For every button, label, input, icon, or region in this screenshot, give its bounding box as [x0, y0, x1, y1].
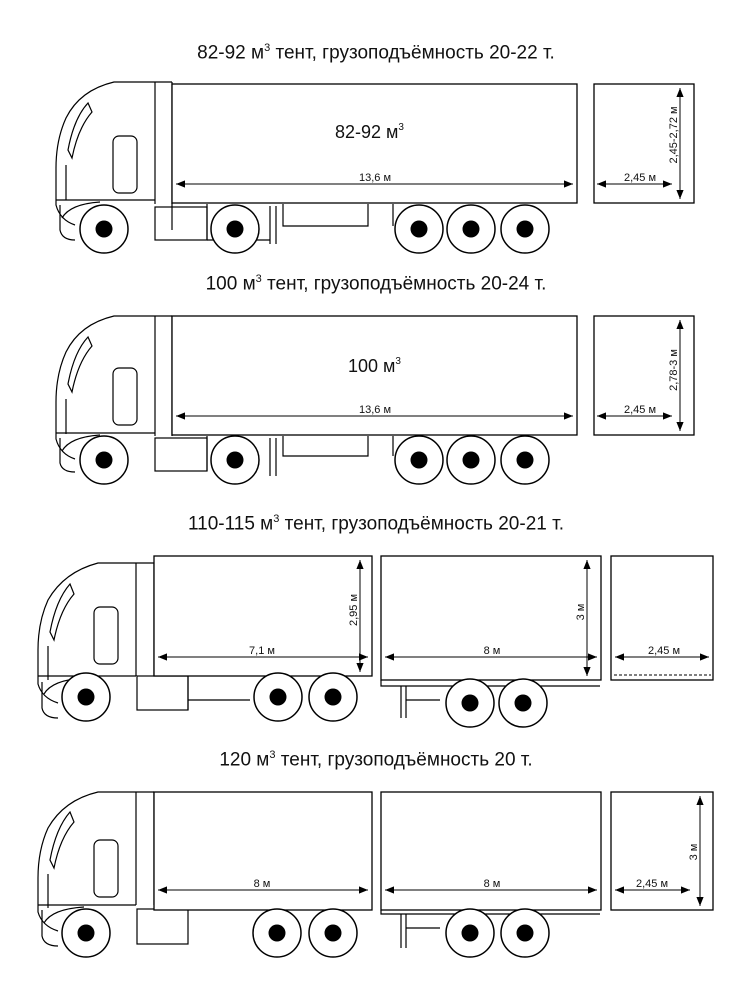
title-text: 100 м — [205, 273, 256, 295]
truck-1: 82-92 м3 13,6 м — [55, 81, 578, 254]
wheel — [446, 435, 496, 485]
title-text: тент, грузоподъёмность 20-22 т. — [270, 42, 555, 64]
length-label: 13,6 м — [359, 172, 391, 184]
trailer-height-label: 3 м — [575, 604, 587, 621]
truck-3: 7,1 м 2,95 м — [37, 555, 373, 722]
section-2-title: 100 м3 тент, грузоподъёмность 20-24 т. — [0, 273, 752, 295]
trailer-length-label: 8 м — [484, 645, 501, 657]
truck-height-label: 2,95 м — [348, 594, 360, 626]
wheel — [252, 908, 302, 958]
trailer-length-label: 8 м — [484, 878, 501, 890]
title-sup: 3 — [264, 42, 271, 54]
wheel — [445, 908, 495, 958]
cross-section-1: 2,45 м 2,45-2,72 м — [593, 83, 695, 204]
wheel — [79, 435, 129, 485]
wheel — [394, 204, 444, 254]
wheel — [498, 678, 548, 728]
truck-4: 8 м — [37, 791, 373, 958]
truck-length-label: 7,1 м — [249, 645, 275, 657]
volume-label: 82-92 м3 — [335, 122, 404, 142]
wheel — [446, 204, 496, 254]
width-label: 2,45 м — [624, 404, 656, 416]
wheel — [500, 908, 550, 958]
trailer-4: 8 м — [380, 791, 602, 958]
wheel — [61, 672, 111, 722]
title-text: тент, грузоподъёмность 20 т. — [275, 749, 533, 771]
wheel — [79, 204, 129, 254]
trailer-3: 8 м 3 м — [380, 555, 602, 728]
wheel — [210, 204, 260, 254]
volume-label: 100 м3 — [348, 356, 401, 376]
width-label: 2,45 м — [648, 645, 680, 657]
wheel — [253, 672, 303, 722]
truck-2: 100 м3 13,6 м — [55, 315, 578, 485]
wheel — [210, 435, 260, 485]
height-label: 2,78-3 м — [668, 349, 680, 391]
wheel — [308, 908, 358, 958]
truck-length-label: 8 м — [254, 878, 271, 890]
cross-section-2: 2,45 м 2,78-3 м — [593, 315, 695, 436]
cross-section-4: 2,45 м 3 м — [610, 791, 714, 911]
section-4-title: 120 м3 тент, грузоподъёмность 20 т. — [0, 749, 752, 771]
title-text: 120 м — [219, 749, 270, 771]
title-sup: 3 — [255, 273, 262, 285]
title-text: тент, грузоподъёмность 20-21 т. — [279, 513, 564, 535]
height-label: 2,45-2,72 м — [668, 106, 680, 163]
section-3-title: 110-115 м3 тент, грузоподъёмность 20-21 … — [0, 513, 752, 535]
wheel — [394, 435, 444, 485]
title-text: 82-92 м — [197, 42, 265, 64]
wheel — [445, 678, 495, 728]
height-label: 3 м — [688, 844, 700, 861]
section-1-title: 82-92 м3 тент, грузоподъёмность 20-22 т. — [0, 42, 752, 64]
title-sup: 3 — [269, 749, 276, 761]
width-label: 2,45 м — [624, 172, 656, 184]
wheel — [61, 908, 111, 958]
cross-section-3: 2,45 м — [610, 555, 714, 681]
title-text: тент, грузоподъёмность 20-24 т. — [261, 273, 547, 295]
width-label: 2,45 м — [636, 878, 668, 890]
wheel — [500, 435, 550, 485]
length-label: 13,6 м — [359, 404, 391, 416]
wheel — [500, 204, 550, 254]
wheel — [308, 672, 358, 722]
title-text: 110-115 м — [187, 513, 274, 535]
title-sup: 3 — [273, 513, 280, 525]
